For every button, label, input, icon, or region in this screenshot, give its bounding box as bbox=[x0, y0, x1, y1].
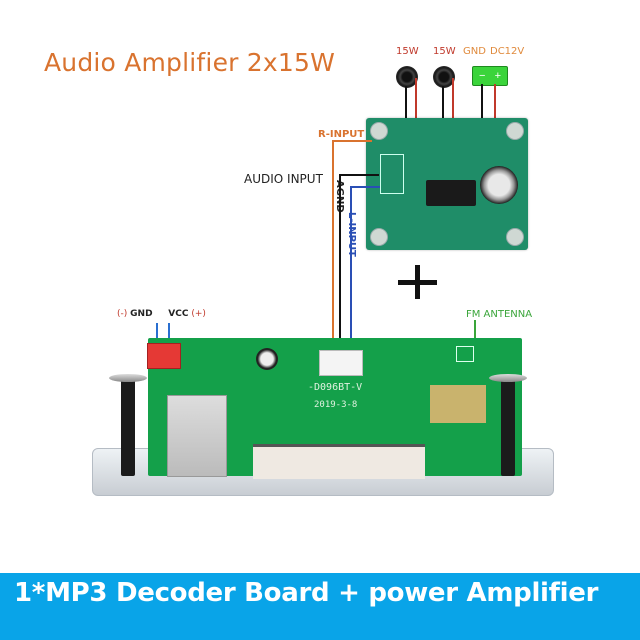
mount-hole bbox=[506, 122, 524, 140]
wire-black bbox=[405, 86, 407, 130]
r-input-label: R-INPUT bbox=[318, 129, 365, 140]
audio-input-label: AUDIO INPUT bbox=[244, 172, 323, 186]
screw-icon bbox=[109, 374, 147, 382]
fm-antenna-pad bbox=[456, 346, 474, 362]
product-title: Audio Amplifier 2x15W bbox=[44, 48, 336, 77]
silkscreen-model: -D096BT-V bbox=[308, 382, 363, 393]
decoder-power-labels: (-) GND VCC (+) bbox=[117, 309, 206, 319]
decoder-vcc-label: VCC bbox=[168, 309, 189, 319]
wire-black bbox=[481, 84, 483, 130]
wire-vcc bbox=[168, 323, 170, 345]
plus-icon bbox=[398, 280, 437, 285]
audio-output-connector bbox=[319, 350, 363, 376]
wire-agnd bbox=[339, 174, 379, 176]
sd-card-slot bbox=[253, 444, 425, 479]
power-connector bbox=[147, 343, 181, 369]
speaker-icon bbox=[433, 66, 455, 88]
minus-terminal: − bbox=[479, 70, 486, 82]
wire-fm-antenna bbox=[474, 320, 476, 350]
wire-red bbox=[415, 78, 417, 130]
amplifier-ic bbox=[426, 180, 476, 206]
dc12v-label: DC12V bbox=[490, 46, 525, 57]
speaker-icon bbox=[396, 66, 418, 88]
dc-power-connector-icon: − + bbox=[472, 66, 508, 86]
bluetooth-antenna bbox=[430, 385, 486, 423]
vcc-polarity: (+) bbox=[191, 309, 206, 319]
mount-hole bbox=[370, 228, 388, 246]
wire-r-input bbox=[332, 140, 334, 352]
gnd-polarity: (-) bbox=[117, 309, 128, 319]
fm-antenna-label: FM ANTENNA bbox=[466, 309, 533, 320]
usb-port bbox=[167, 395, 227, 477]
amplifier-board bbox=[366, 118, 528, 250]
wire-agnd bbox=[339, 174, 341, 352]
mount-hole bbox=[506, 228, 524, 246]
wire-gnd bbox=[156, 323, 158, 345]
mount-hole bbox=[370, 122, 388, 140]
wire-r-input bbox=[332, 140, 372, 142]
capacitor bbox=[256, 348, 278, 370]
wire-red bbox=[494, 84, 496, 130]
standoff-post bbox=[501, 378, 515, 476]
wire-black bbox=[442, 86, 444, 130]
caption-banner bbox=[0, 573, 640, 640]
input-header bbox=[380, 154, 404, 194]
speaker-right-power-label: 15W bbox=[433, 46, 456, 57]
screw-icon bbox=[489, 374, 527, 382]
caption-text: 1*MP3 Decoder Board + power Amplifier bbox=[14, 578, 599, 608]
gnd-label: GND bbox=[463, 46, 486, 57]
capacitor bbox=[480, 166, 518, 204]
wire-red bbox=[452, 78, 454, 130]
wire-l-input bbox=[350, 186, 380, 188]
decoder-gnd-label: GND bbox=[130, 309, 153, 319]
silkscreen-date: 2019-3-8 bbox=[314, 400, 358, 410]
standoff-post bbox=[121, 378, 135, 476]
speaker-left-power-label: 15W bbox=[396, 46, 419, 57]
plus-terminal: + bbox=[494, 70, 501, 82]
wire-l-input bbox=[350, 186, 352, 352]
